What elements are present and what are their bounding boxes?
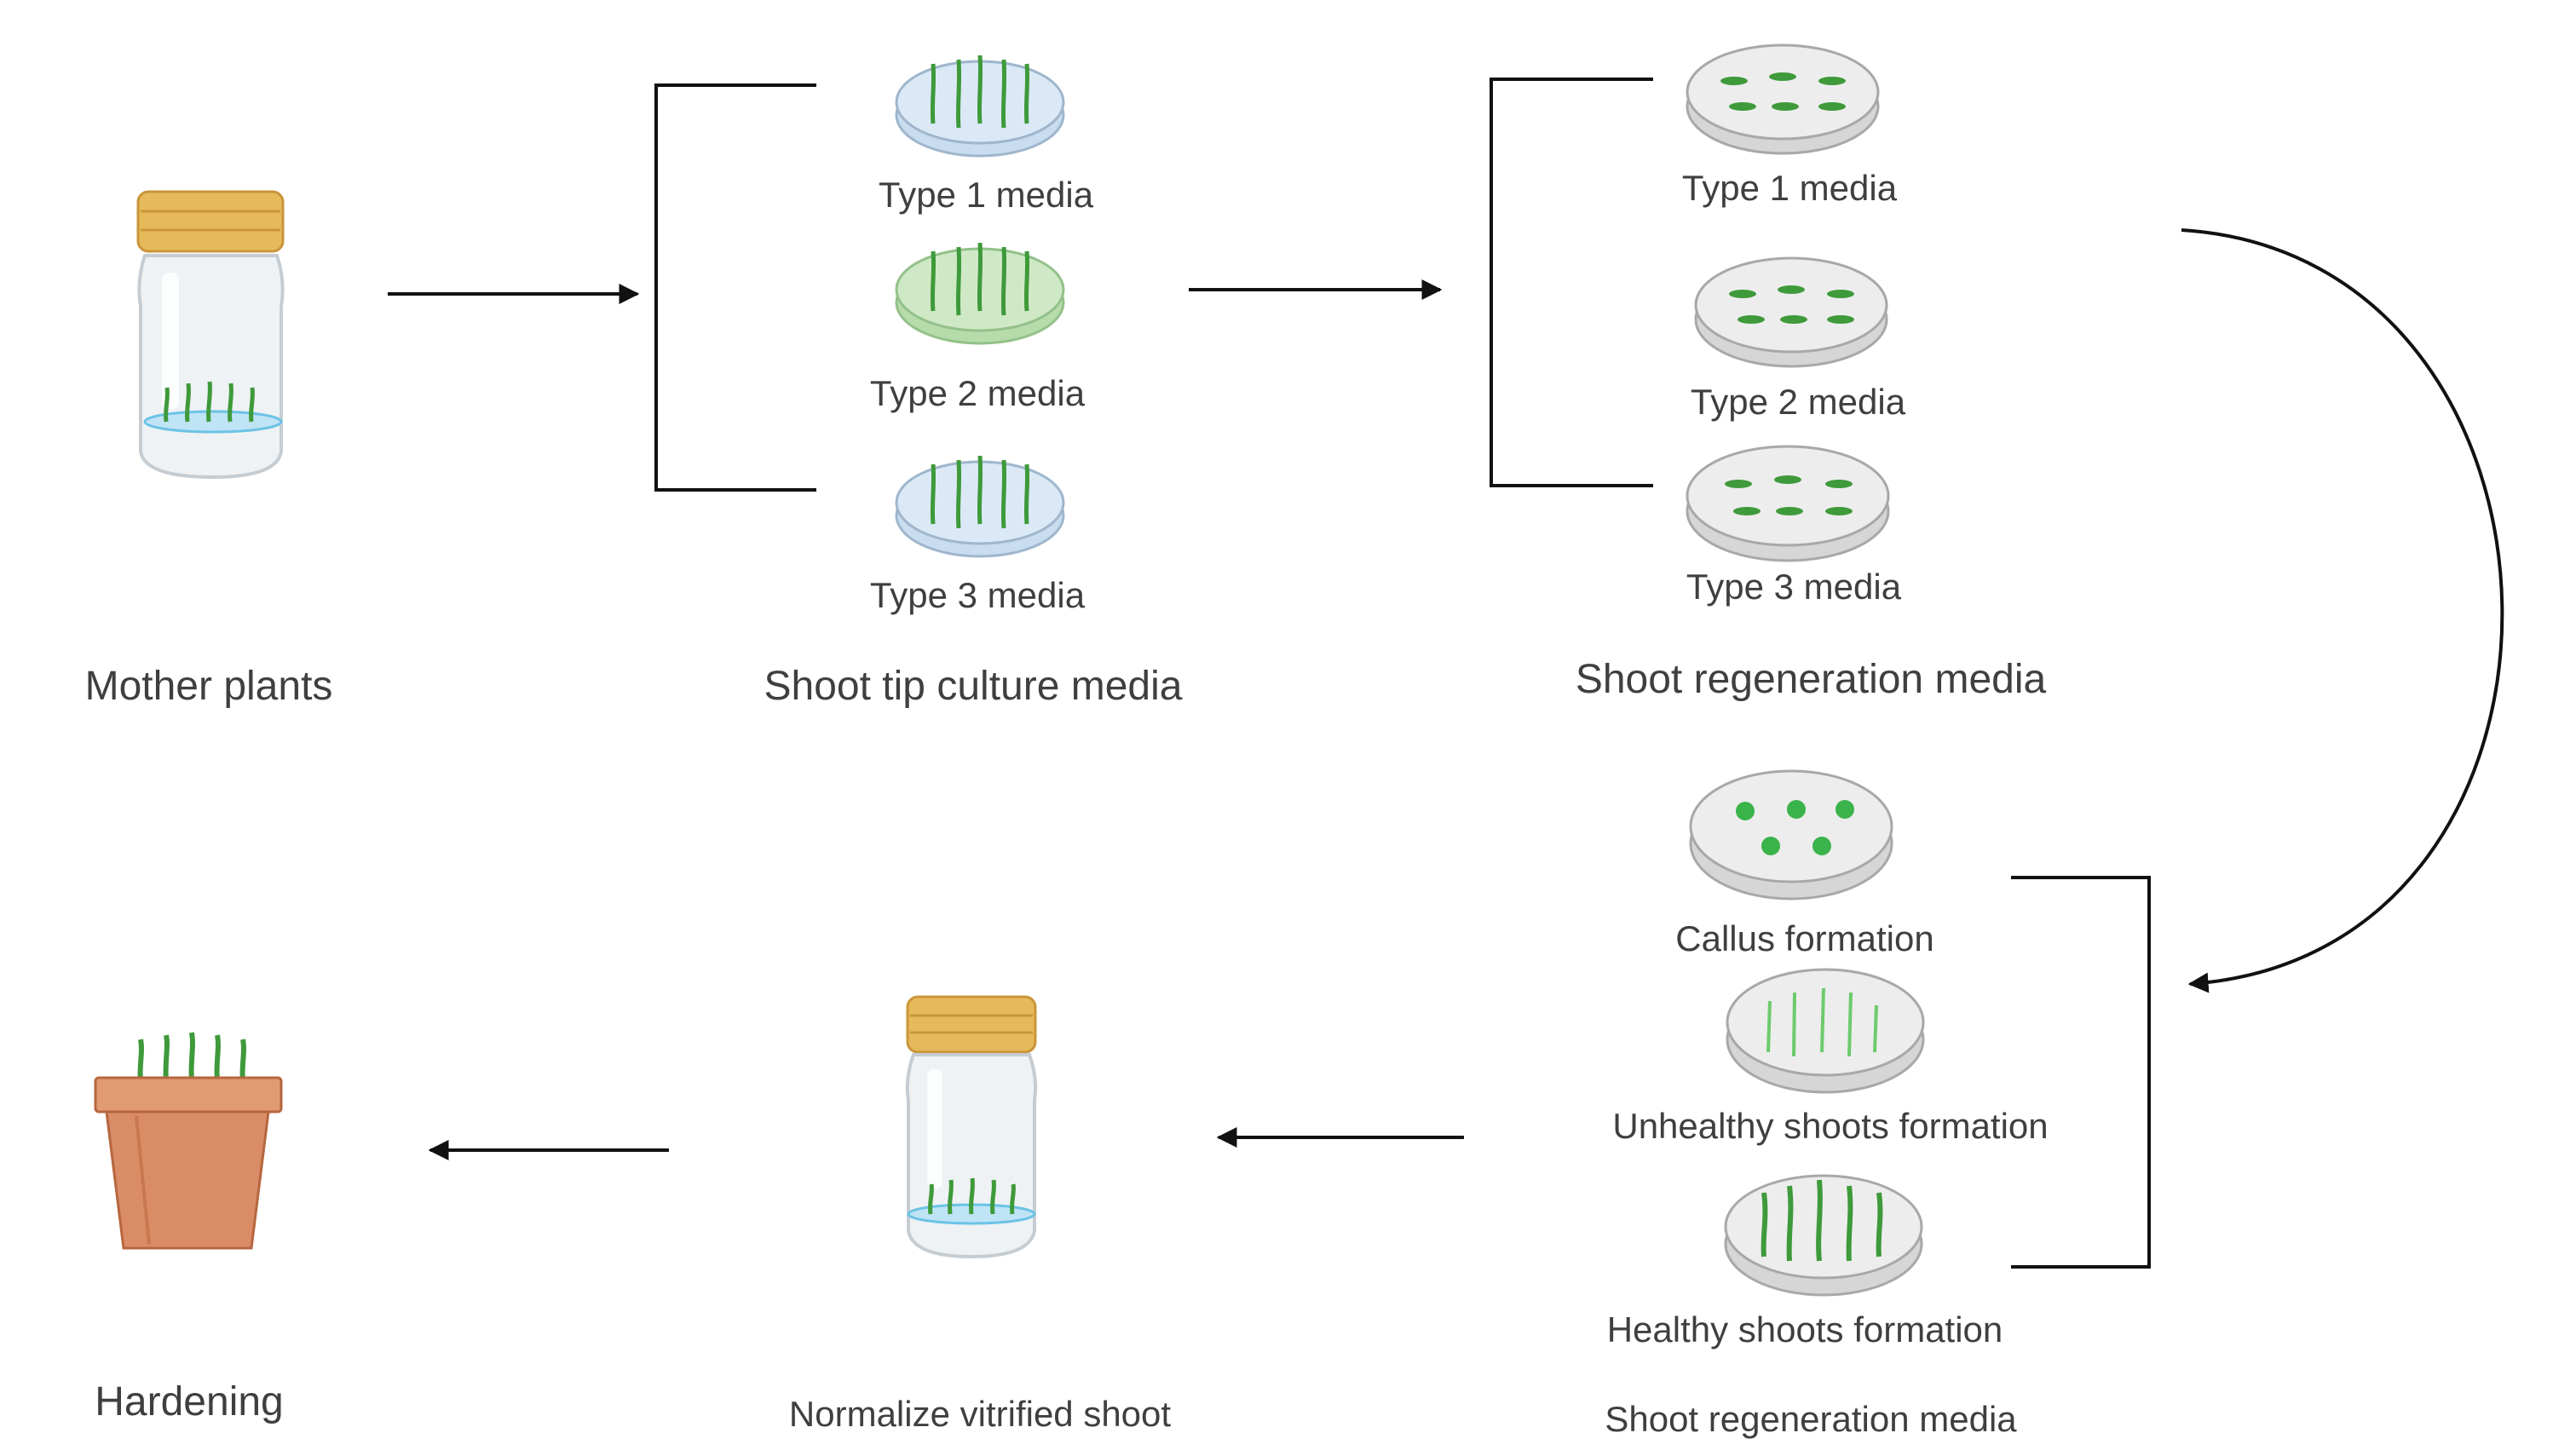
regen-dish-type2-icon <box>1694 256 1888 368</box>
bracket-regeneration <box>1490 78 1653 487</box>
dish-type3-blue-icon <box>895 455 1065 558</box>
hardening-pot-icon <box>94 1032 283 1250</box>
normalize-jar-icon <box>905 995 1038 1259</box>
shoot-regeneration-title: Shoot regeneration media <box>1575 657 2047 702</box>
shoot-tip-title: Shoot tip culture media <box>764 664 1183 709</box>
unhealthy-shoots-dish-icon <box>1726 968 1925 1094</box>
curved-arrow <box>2181 228 2504 993</box>
mother-plants-jar-icon <box>136 190 285 480</box>
hardening-label: Hardening <box>95 1379 284 1424</box>
shoot-tip-type2-label: Type 2 media <box>869 373 1086 413</box>
healthy-shoots-dish-icon <box>1724 1174 1923 1297</box>
normalize-label: Normalize vitrified shoot <box>788 1394 1172 1434</box>
outcomes-title: Shoot regeneration media <box>1605 1399 2017 1439</box>
regen-type1-label: Type 1 media <box>1681 168 1898 208</box>
dish-type1-blue-icon <box>895 55 1065 158</box>
callus-dish-icon <box>1689 769 1893 901</box>
callus-formation-label: Callus formation <box>1675 918 1934 958</box>
shoot-tip-type3-label: Type 3 media <box>869 575 1086 615</box>
bracket-outcomes <box>2011 876 2151 1269</box>
regen-type2-label: Type 2 media <box>1690 382 1906 422</box>
bracket-shoot-tip <box>654 83 816 492</box>
regen-type3-label: Type 3 media <box>1686 567 1902 607</box>
mother-plants-label: Mother plants <box>84 664 333 709</box>
regen-dish-type1-icon <box>1686 43 1880 155</box>
unhealthy-shoots-label: Unhealthy shoots formation <box>1612 1106 2049 1146</box>
shoot-tip-type1-label: Type 1 media <box>878 175 1094 215</box>
dish-type2-green-icon <box>895 242 1065 345</box>
regen-dish-type3-icon <box>1686 445 1890 562</box>
healthy-shoots-label: Healthy shoots formation <box>1606 1309 2003 1350</box>
